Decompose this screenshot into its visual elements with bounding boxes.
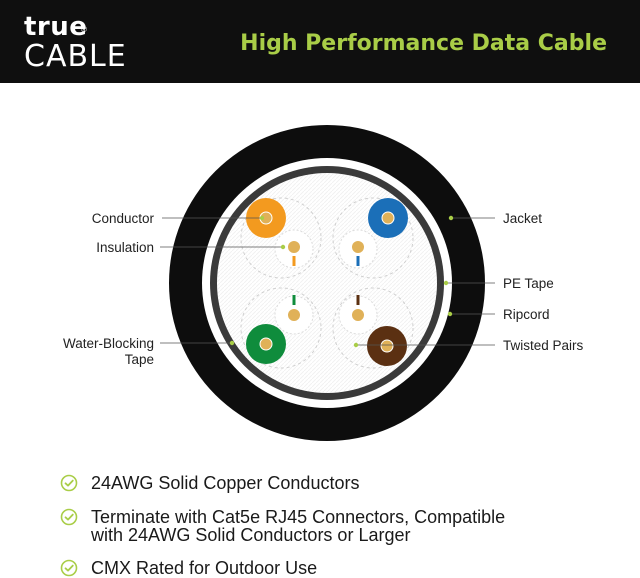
blue-stripe: [356, 256, 360, 266]
brown-white-copper: [352, 309, 364, 321]
pair-group-outline: [332, 197, 414, 279]
feature-text: CMX Rated for Outdoor Use: [91, 558, 318, 578]
conductor-label: Conductor: [92, 211, 155, 226]
jacket-label: Jacket: [503, 211, 542, 226]
pe-tape-leader-dot: [443, 280, 449, 286]
water-blocking-label-line1: Water-Blocking: [63, 336, 154, 351]
brown-stripe: [356, 295, 360, 305]
twisted-pairs-label: Twisted Pairs: [503, 338, 584, 353]
water-blocking-label-line2: Tape: [125, 352, 154, 367]
blue-white-copper: [352, 241, 364, 253]
green-copper-core: [259, 337, 273, 351]
jacket-leader-dot: [448, 215, 454, 221]
pe-tape-label: PE Tape: [503, 276, 554, 291]
feature-text-line2: with 24AWG Solid Conductors or Larger: [91, 525, 411, 545]
orange-white-copper: [288, 241, 300, 253]
water-blocking-leader-dot: [229, 340, 235, 346]
green-stripe: [292, 295, 296, 305]
check-circle-icon: [60, 508, 78, 526]
feature-text: 24AWG Solid Copper Conductors: [91, 473, 360, 493]
blue-copper-core: [381, 211, 395, 225]
conductor-leader-dot: [259, 215, 265, 221]
logo-true-text: true: [24, 12, 88, 42]
pair-group-outline: [332, 287, 414, 369]
insulation-label: Insulation: [96, 240, 154, 255]
page-title: High Performance Data Cable: [240, 31, 607, 56]
ripcord-label: Ripcord: [503, 307, 550, 322]
check-circle-icon: [60, 559, 78, 577]
logo-cable-text: CABLE: [24, 39, 127, 74]
cable-cross-section-diagram: Conductor Insulation Water-Blocking Tape…: [63, 125, 584, 441]
ripcord-leader-dot: [447, 311, 453, 317]
check-circle-icon: [60, 474, 78, 492]
twisted-pairs-leader-dot: [353, 342, 359, 348]
pair-group-outline: [240, 197, 322, 279]
pair-group-outline: [240, 287, 322, 369]
green-white-copper: [288, 309, 300, 321]
header-bar: true ® CABLE High Performance Data Cable: [0, 0, 640, 83]
brown-copper-core: [380, 339, 394, 353]
insulation-leader-dot: [280, 244, 286, 250]
feature-text-line1: Terminate with Cat5e RJ45 Connectors, Co…: [91, 507, 506, 527]
orange-stripe: [292, 256, 296, 266]
registered-mark: ®: [81, 25, 87, 34]
